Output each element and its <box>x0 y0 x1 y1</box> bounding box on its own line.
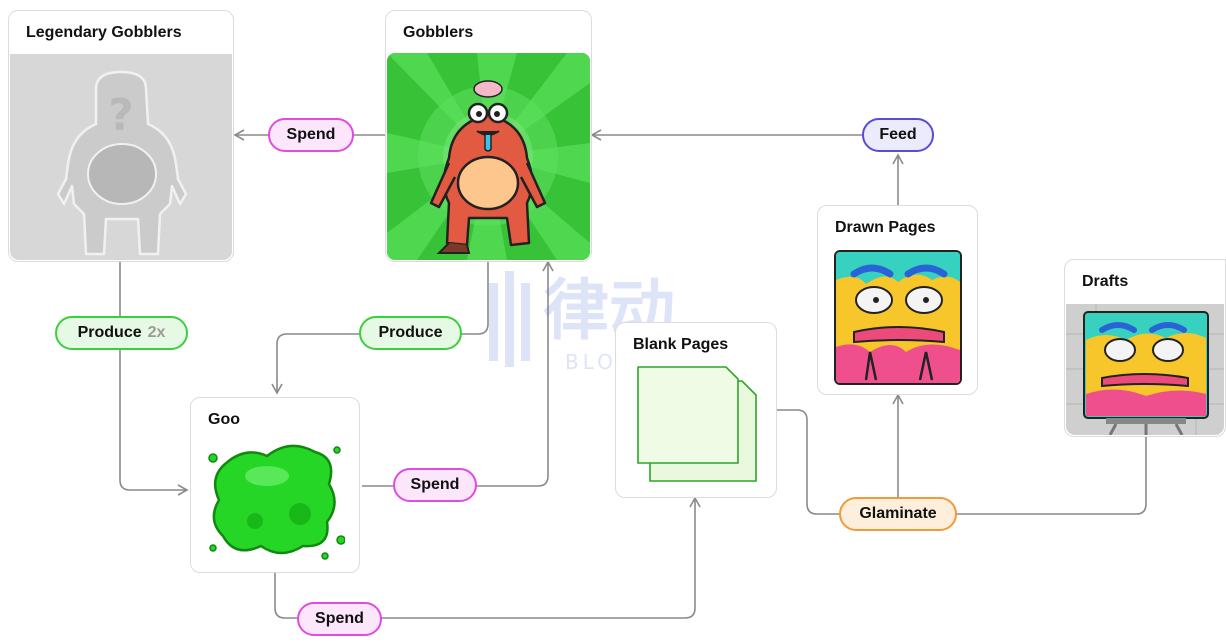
edge-legendary-to-goo <box>119 262 189 496</box>
spend-to-legendary-pill[interactable]: Spend <box>268 118 354 152</box>
blank-pages-stack <box>634 365 760 487</box>
pill-label: Glaminate <box>859 505 937 522</box>
node-title: Drawn Pages <box>835 219 936 236</box>
gobbler-artwork <box>387 53 590 260</box>
goo-node: Goo <box>190 397 360 573</box>
node-title: Gobblers <box>403 24 474 41</box>
goo-blob <box>205 436 345 562</box>
pill-label: Spend <box>286 126 336 143</box>
glaminate-pill[interactable]: Glaminate <box>839 497 957 531</box>
drawn-page-artwork <box>834 250 962 385</box>
node-title: Goo <box>208 411 240 428</box>
node-title: Drafts <box>1082 273 1129 290</box>
svg-text:?: ? <box>108 90 134 141</box>
gobblers-node: Gobblers <box>385 10 592 262</box>
produce-from-legendary-pill[interactable]: Produce 2x <box>55 316 188 350</box>
node-title: Legendary Gobblers <box>26 24 182 41</box>
legendary-gobblers-node: Legendary Gobblers ? <box>8 10 234 262</box>
pill-label: Feed <box>879 126 917 143</box>
edge-glaminate-to-drafts <box>955 437 1147 515</box>
feed-pill[interactable]: Feed <box>862 118 934 152</box>
pill-label: Produce <box>378 324 443 341</box>
spend-to-pages-pill[interactable]: Spend <box>297 602 382 636</box>
produce-goo-pill[interactable]: Produce <box>359 316 462 350</box>
edge-blank-to-glaminate <box>777 409 840 515</box>
drawn-pages-node: Drawn Pages <box>817 205 978 395</box>
pill-label: Produce <box>77 324 142 341</box>
blank-pages-node: Blank Pages <box>615 322 777 498</box>
node-title: Blank Pages <box>633 336 729 353</box>
pill-label: Spend <box>315 610 364 627</box>
draft-artwork <box>1066 304 1224 435</box>
edge-goo-spend-to-gobblers <box>362 260 554 487</box>
multiplier-label: 2x <box>147 324 166 341</box>
drafts-node: Drafts <box>1064 259 1226 437</box>
pill-label: Spend <box>410 476 460 493</box>
spend-to-gobblers-pill[interactable]: Spend <box>393 468 477 502</box>
legendary-gobbler-silhouette: ? <box>10 54 232 260</box>
edge-goo-spend-to-blank <box>274 496 701 619</box>
